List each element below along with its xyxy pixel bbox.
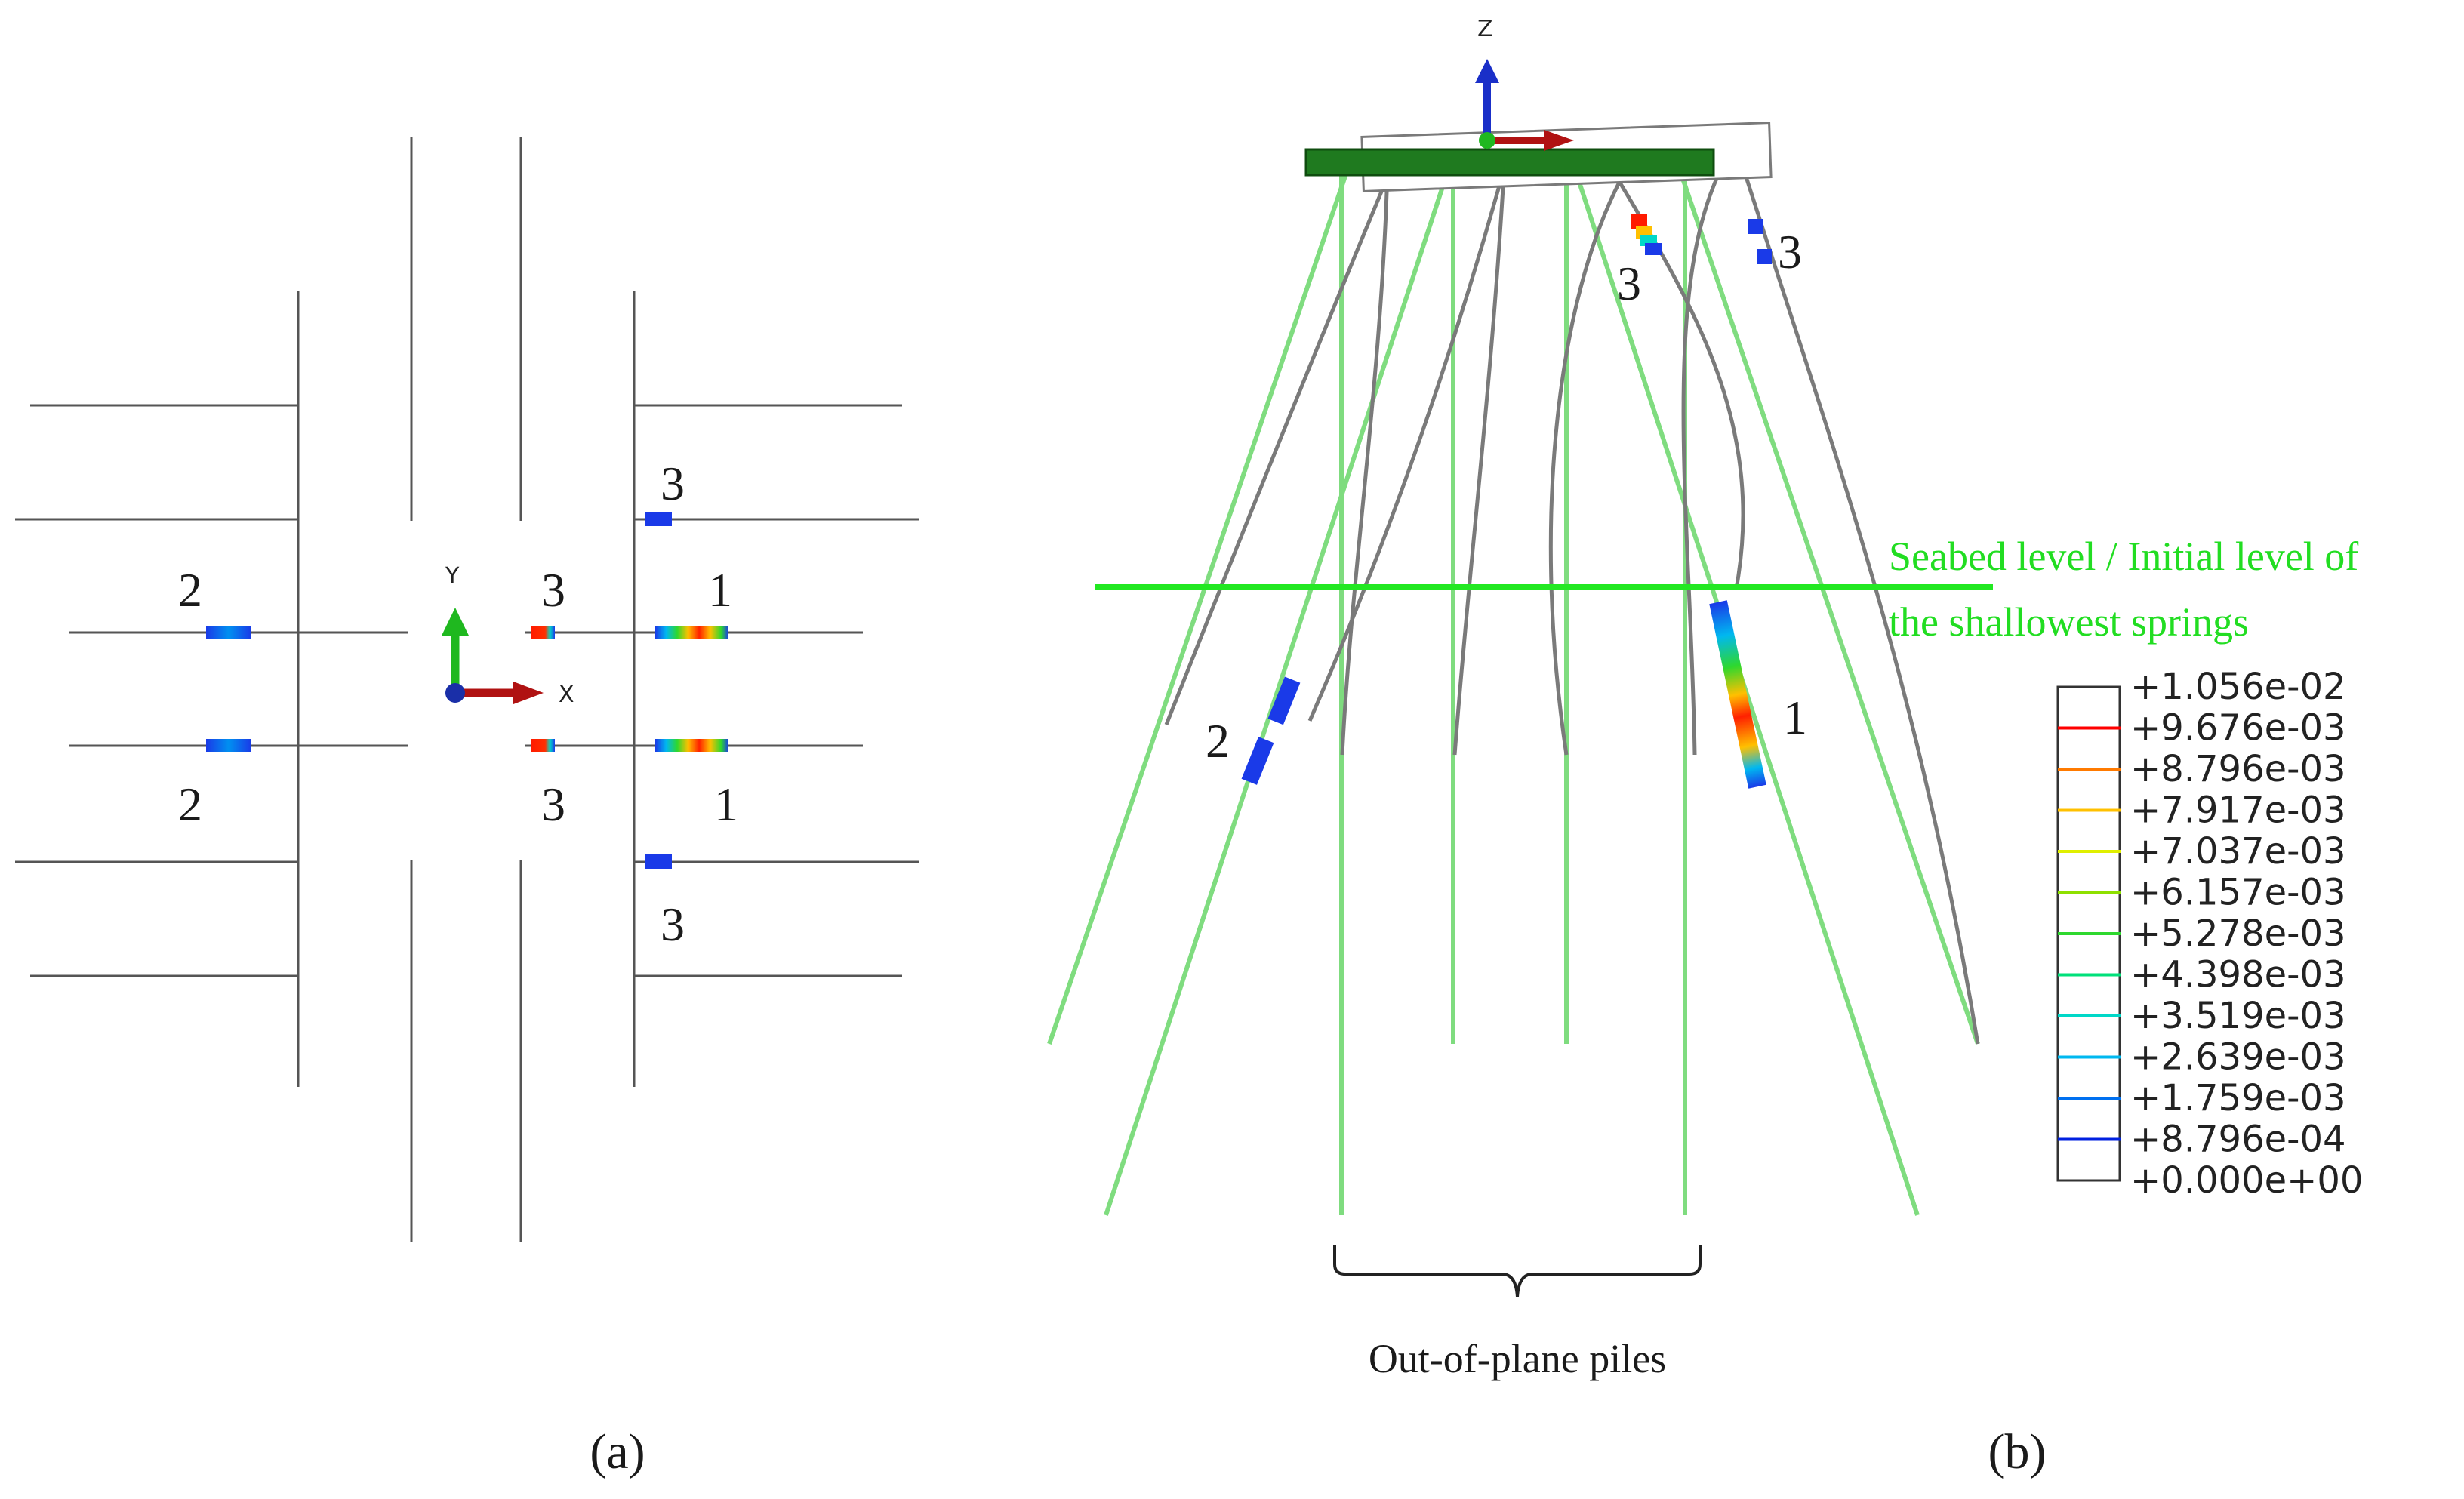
b-label-2: 2 <box>1206 714 1230 768</box>
b-label-3-right: 3 <box>1778 225 1802 279</box>
legend-value: +9.676e-03 <box>2130 707 2346 750</box>
spring-marker <box>531 626 555 639</box>
spring-group-3-left <box>1631 214 1662 255</box>
panel-a-springs <box>206 512 728 869</box>
a-label-3-center-upper: 3 <box>541 563 565 617</box>
out-of-plane-brace: Out-of-plane piles <box>1333 1245 1702 1381</box>
panel-b: Z Seabed level / Initial level of the sh… <box>1047 16 2358 1479</box>
panel-b-axis-triad: Z <box>1475 16 1574 151</box>
curly-brace <box>1333 1245 1702 1297</box>
panel-b-springs <box>1241 214 1772 789</box>
a-label-1-upper: 1 <box>708 563 732 617</box>
spring-marker <box>206 626 251 639</box>
b-label-1: 1 <box>1783 691 1807 744</box>
spring-marker <box>1757 249 1772 264</box>
a-label-2-lower: 2 <box>178 777 202 831</box>
brace-label: Out-of-plane piles <box>1369 1336 1666 1381</box>
contour-legend: +1.056e-02+9.676e-03+8.796e-03+7.917e-03… <box>2056 666 2363 1202</box>
legend-value: +6.157e-03 <box>2130 872 2346 914</box>
b-label-3-left: 3 <box>1617 257 1641 310</box>
z-axis-label: Z <box>1477 16 1493 42</box>
seabed-label-line1: Seabed level / Initial level of <box>1889 534 2358 579</box>
spring-group-1 <box>1709 600 1766 789</box>
spring-marker <box>1645 243 1662 255</box>
legend-value: +3.519e-03 <box>2130 995 2346 1037</box>
legend-value: +1.759e-03 <box>2130 1077 2346 1119</box>
legend-value: +0.000e+00 <box>2130 1159 2363 1202</box>
undeformed-pile-cap <box>1304 148 1715 177</box>
origin-marker <box>445 683 465 703</box>
spring-marker <box>1748 219 1763 234</box>
spring-marker <box>1267 676 1301 725</box>
legend-value: +5.278e-03 <box>2130 913 2346 955</box>
x-axis-label: X <box>559 682 574 708</box>
legend-value: +8.796e-03 <box>2130 748 2346 790</box>
spring-group-2 <box>1241 676 1301 785</box>
deformed-piles <box>1164 169 1980 1045</box>
y-axis-label: Y <box>445 563 460 589</box>
legend-value: +4.398e-03 <box>2130 954 2346 996</box>
panel-a-axis-triad: Y X <box>442 563 574 708</box>
a-label-2-upper: 2 <box>178 563 202 617</box>
legend-value: +7.917e-03 <box>2130 790 2346 832</box>
x-axis-arrowhead <box>513 682 544 704</box>
spring-marker <box>655 626 728 639</box>
pile-cap <box>1304 122 1773 192</box>
spring-marker <box>1631 214 1647 229</box>
panel-b-labels: 3 3 2 1 <box>1206 225 1807 768</box>
spring-group-3-right <box>1748 219 1772 264</box>
spring-marker <box>655 739 728 752</box>
legend-value: +7.037e-03 <box>2130 830 2346 873</box>
spring-marker <box>645 512 672 526</box>
origin-marker-b <box>1479 132 1495 149</box>
seabed-label-line2: the shallowest springs <box>1889 599 2249 645</box>
panel-a-labels: 3 2 3 1 2 3 1 3 <box>178 457 738 951</box>
legend-value: +1.056e-02 <box>2130 666 2346 708</box>
spring-marker <box>531 739 555 752</box>
panel-a: Y X 3 2 3 1 2 3 1 3 (a) <box>15 137 919 1479</box>
a-label-3-bottom: 3 <box>661 897 685 951</box>
spring-marker <box>1709 600 1766 789</box>
a-label-1-lower: 1 <box>714 777 738 831</box>
a-label-3-top: 3 <box>661 457 685 510</box>
undeformed-piles <box>1047 158 1980 1216</box>
panel-a-caption: (a) <box>590 1424 645 1479</box>
legend-value: +8.796e-04 <box>2130 1119 2346 1161</box>
panel-b-caption: (b) <box>1988 1424 2047 1479</box>
legend-value: +2.639e-03 <box>2130 1036 2346 1079</box>
spring-marker <box>1241 737 1274 785</box>
a-label-3-center-lower: 3 <box>541 777 565 831</box>
y-axis-arrowhead <box>442 608 469 636</box>
x-axis-arrowhead-b <box>1544 130 1574 151</box>
z-axis-arrowhead <box>1475 59 1499 83</box>
spring-marker <box>206 739 251 752</box>
spring-marker <box>645 854 672 869</box>
